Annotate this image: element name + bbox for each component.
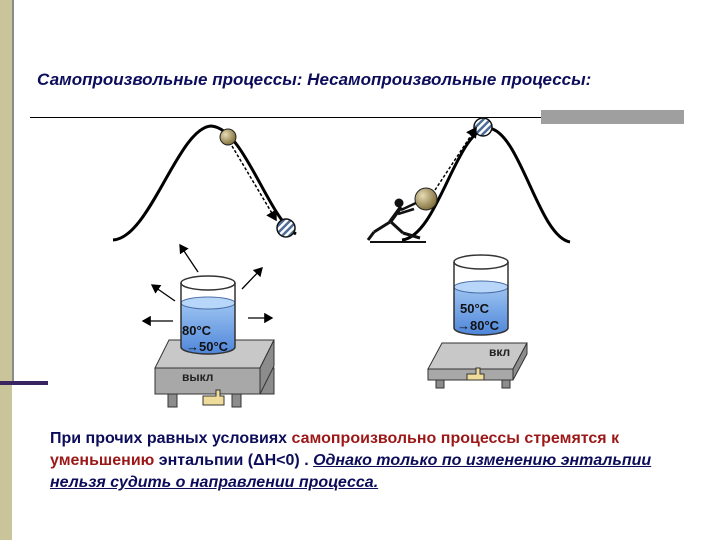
slide-heading: Самопроизвольные процессы: Несамопроизво…: [37, 70, 591, 90]
left-beaker: [180, 275, 236, 355]
heading-spontaneous: Самопроизвольные процессы:: [37, 70, 303, 89]
para-highlight: самопроизвольно процессы стремятся к уме…: [50, 430, 620, 469]
left-ball-bottom: [276, 218, 296, 238]
accent-bar: [0, 381, 48, 385]
pushing-figure: [366, 198, 426, 243]
title-gray-bar: [541, 110, 684, 124]
right-ball-top: [473, 117, 493, 137]
right-temp-end: →80°C: [457, 318, 500, 333]
right-beaker: [453, 254, 509, 336]
right-heater: [427, 342, 528, 389]
conclusion-paragraph: При прочих равных условиях самопроизволь…: [50, 428, 710, 494]
left-temp-end: →50°C: [186, 339, 229, 354]
right-temp-start: 50°C: [460, 301, 490, 316]
right-ball-pushed: [414, 187, 438, 211]
heat-arrows: [141, 243, 274, 327]
right-push-arrow: [434, 126, 477, 191]
right-hill-curve: [401, 126, 571, 244]
slide-left-strip: [0, 0, 12, 540]
para-part1: При прочих равных условиях: [50, 430, 292, 447]
left-ball-top: [219, 128, 237, 146]
left-switch-label: выкл: [182, 370, 213, 384]
heading-nonspontaneous: Несамопроизвольные процессы:: [307, 70, 592, 89]
left-hill-curve: [112, 124, 297, 242]
heading-rule: [30, 117, 542, 118]
left-roll-arrow: [231, 145, 277, 222]
slide-left-line: [12, 0, 14, 384]
para-emphasis: Однако только по изменению энтальпии нел…: [50, 452, 652, 491]
para-part3: энтальпии (ΔН<0) .: [154, 452, 314, 469]
right-switch-label: вкл: [489, 345, 510, 359]
left-temp-start: 80°C: [182, 323, 212, 338]
